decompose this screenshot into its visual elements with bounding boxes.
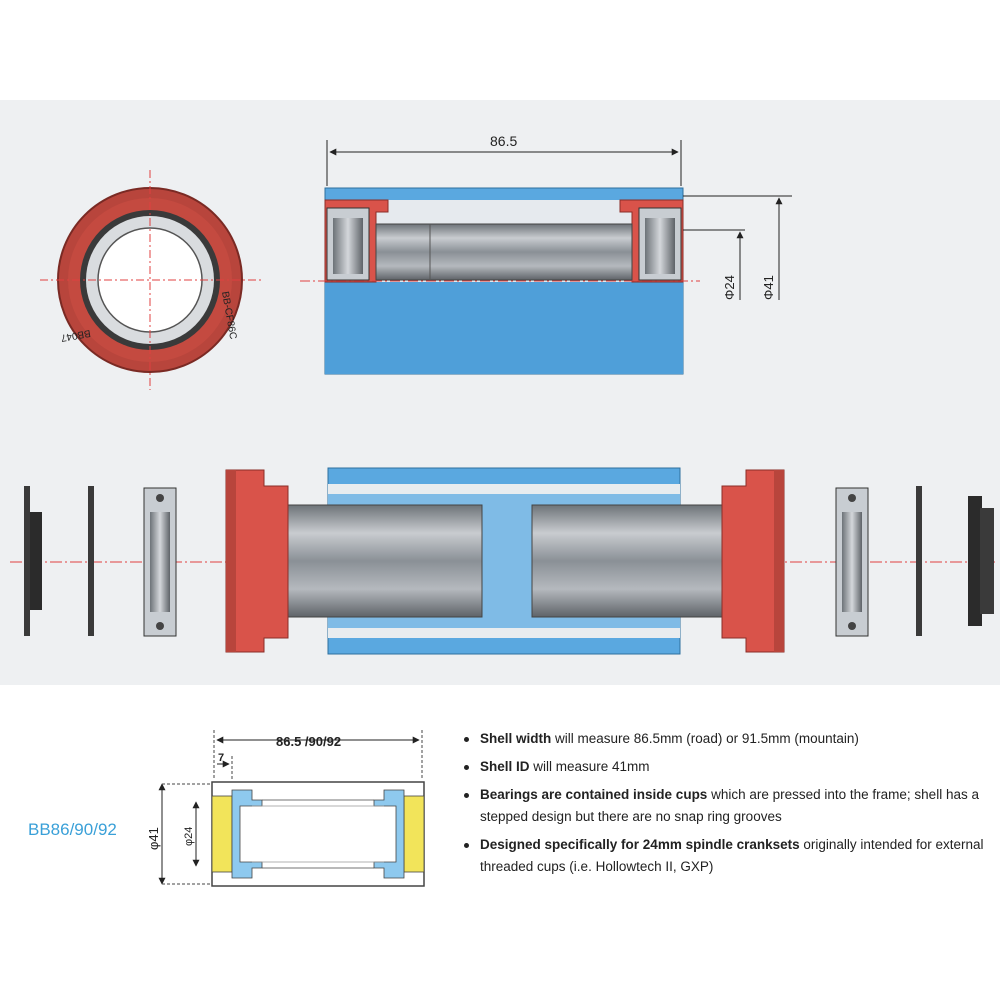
spec-bold: Shell width bbox=[480, 731, 552, 746]
spec-text: originally intended for external threade… bbox=[480, 837, 984, 874]
offset-dimension-label: 7 bbox=[218, 752, 224, 764]
outer-diameter-label: Φ41 bbox=[761, 275, 776, 300]
width-dimension-label: 86.5 bbox=[490, 133, 517, 149]
spec-bold: Shell ID bbox=[480, 759, 530, 774]
inner-diameter-label: Φ24 bbox=[722, 275, 737, 300]
cup-end-view: BB-CF86C BB047 bbox=[40, 170, 262, 390]
exploded-view bbox=[10, 467, 995, 655]
spec-list: Shell width will measure 86.5mm (road) o… bbox=[462, 728, 992, 884]
spec-text: will measure 41mm bbox=[529, 759, 650, 774]
spec-bold: Designed specifically for 24mm spindle c… bbox=[480, 837, 800, 852]
spec-item: Bearings are contained inside cups which… bbox=[462, 784, 992, 828]
spec-item: Shell width will measure 86.5mm (road) o… bbox=[462, 728, 992, 750]
cup-text-2: BB047 bbox=[59, 327, 91, 343]
small-outer-diameter-label: φ41 bbox=[146, 827, 161, 850]
spec-item: Shell ID will measure 41mm bbox=[462, 756, 992, 778]
spec-text: which are pressed into the frame; shell … bbox=[480, 787, 979, 824]
small-width-dimension-label: 86.5 /90/92 bbox=[276, 734, 341, 749]
standard-label: BB86/90/92 bbox=[28, 820, 117, 839]
small-section-drawing: 86.5 /90/92 7 φ41 φ24 bbox=[146, 730, 425, 887]
spec-bold: Bearings are contained inside cups bbox=[480, 787, 708, 802]
assembled-section-view: 86.5 Φ24 Φ41 bbox=[300, 133, 792, 375]
small-inner-diameter-label: φ24 bbox=[183, 827, 195, 846]
spec-item: Designed specifically for 24mm spindle c… bbox=[462, 834, 992, 878]
spec-text: will measure 86.5mm (road) or 91.5mm (mo… bbox=[551, 731, 859, 746]
